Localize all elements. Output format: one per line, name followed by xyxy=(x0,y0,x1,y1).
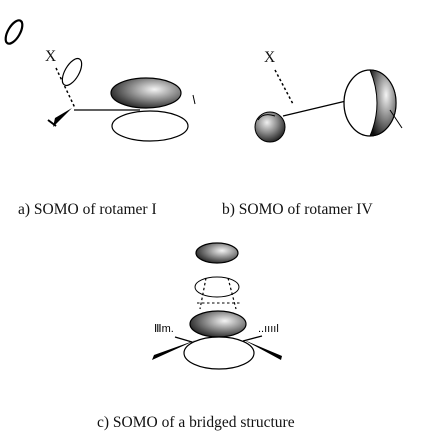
shaded-ball-b xyxy=(254,111,286,143)
panel-a-rotamer-i: X a) SOMO of rotamer I xyxy=(4,19,196,218)
bridge-top-open-lobe xyxy=(194,276,240,298)
upper-lobe-small xyxy=(4,19,24,45)
hashed-bond-right: ..ııııl xyxy=(258,323,279,335)
bridge-top-lobe xyxy=(195,242,239,264)
open-lower-lobe-a xyxy=(111,110,189,142)
atom-label-x-b: X xyxy=(264,49,275,66)
bridge-bottom-open-lobe xyxy=(183,336,255,370)
bridge-dash-left xyxy=(199,277,207,310)
bond-right-c xyxy=(242,335,263,342)
panel-c-bridged-structure: Ⅲm. ..ııııl c) SOMO of a bridged structu… xyxy=(97,242,295,431)
shaded-upper-lobe-a xyxy=(110,77,182,109)
wedge-left-c xyxy=(152,340,196,360)
hash-bond-a xyxy=(47,119,57,127)
open-lobe-a xyxy=(61,57,83,87)
caption-c: c) SOMO of a bridged structure xyxy=(97,414,295,431)
bridge-dash-right xyxy=(227,277,237,310)
atom-label-x-a: X xyxy=(45,48,56,65)
panel-b-rotamer-iv: X b) SOMO of rotamer IV xyxy=(222,49,403,218)
wedge-bond-a xyxy=(53,108,72,127)
lobe-edge-b xyxy=(257,114,276,121)
caption-b: b) SOMO of rotamer IV xyxy=(222,201,373,218)
wedge-right-c xyxy=(244,340,282,360)
bridge-center-shaded-lobe xyxy=(189,310,247,338)
hashed-bond-left: Ⅲm. xyxy=(154,323,174,335)
caption-a: a) SOMO of rotamer I xyxy=(18,201,157,218)
p-orbital-shaded-b xyxy=(369,69,397,137)
p-axis-b xyxy=(389,109,403,129)
tick-a xyxy=(192,94,196,105)
bond-left-c xyxy=(174,336,193,343)
bond-to-carbon-b xyxy=(282,100,347,117)
dashed-bond-x-a xyxy=(55,67,76,109)
dashed-bond-x-b xyxy=(274,69,294,105)
